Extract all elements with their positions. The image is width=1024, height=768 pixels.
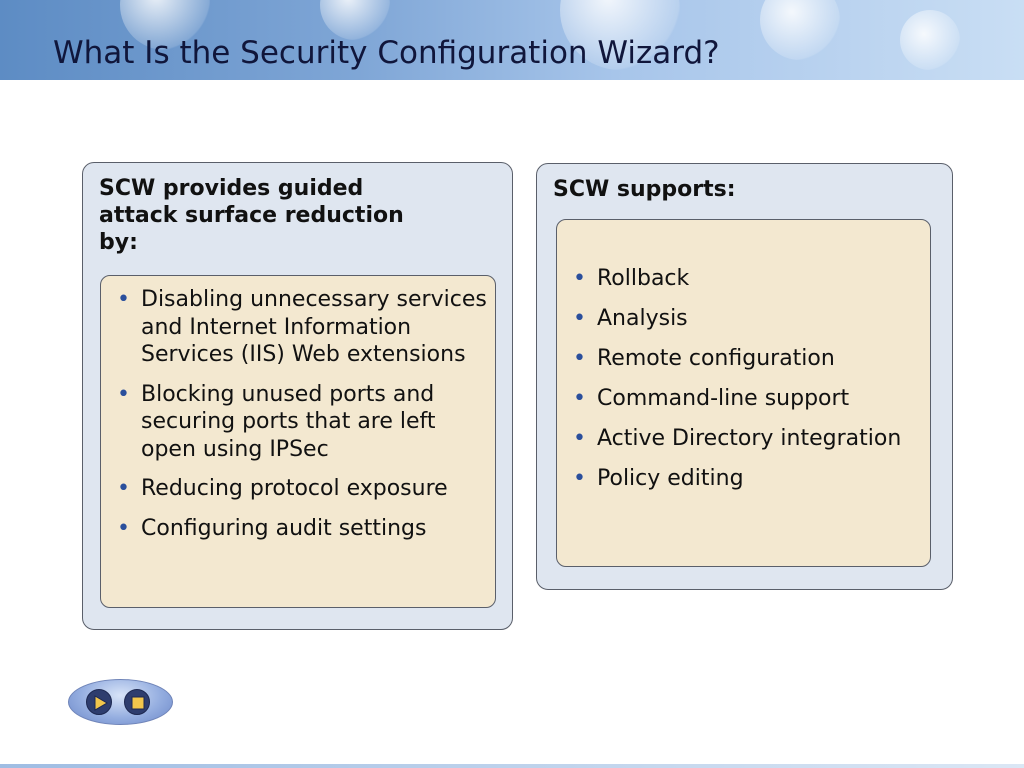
reduction-list-box: • Disabling unnecessary services and Inte… — [100, 275, 496, 608]
bullet-icon: • — [573, 466, 586, 491]
decorative-bubble — [320, 0, 390, 40]
bullet-icon: • — [573, 426, 586, 451]
list-item-text: Active Directory integration — [597, 426, 902, 451]
bullet-icon: • — [117, 287, 130, 312]
list-item: • Active Directory integration — [573, 425, 913, 453]
reduction-list: • Disabling unnecessary services and Inte… — [117, 286, 487, 554]
bullet-icon: • — [573, 386, 586, 411]
bullet-icon: • — [573, 266, 586, 291]
list-item: • Rollback — [573, 265, 913, 293]
supports-list-box: • Rollback • Analysis • Remote configuratio… — [556, 219, 931, 567]
list-item: • Disabling unnecessary services and Inte… — [117, 286, 487, 369]
list-item: • Reducing protocol exposure — [117, 475, 487, 503]
list-item-text: Reducing protocol exposure — [141, 476, 448, 501]
panel-heading: SCW provides guided attack surface reduc… — [99, 176, 404, 255]
list-item: • Remote configuration — [573, 345, 913, 373]
bullet-icon: • — [117, 476, 130, 501]
list-item-text: Blocking unused ports and securing ports… — [141, 381, 436, 462]
footer-line — [0, 764, 1024, 768]
list-item-text: Configuring audit settings — [141, 515, 427, 541]
guided-reduction-panel: SCW provides guided attack surface reduc… — [82, 162, 513, 630]
list-item-text: Disabling unnecessary services and Inter… — [141, 287, 487, 367]
play-button[interactable] — [86, 689, 112, 715]
slide-title: What Is the Security Configuration Wizar… — [53, 35, 720, 71]
list-item-text: Rollback — [597, 266, 690, 291]
list-item-text: Policy editing — [597, 466, 744, 491]
media-controls — [68, 679, 173, 725]
scw-supports-panel: SCW supports: • Rollback • Analysis • Remot… — [536, 163, 953, 590]
list-item-text: Analysis — [597, 306, 688, 331]
list-item: • Analysis — [573, 305, 913, 333]
list-item: • Blocking unused ports and securing port… — [117, 381, 487, 464]
supports-list: • Rollback • Analysis • Remote configuratio… — [573, 265, 913, 505]
header-banner — [0, 0, 1024, 80]
bullet-icon: • — [573, 346, 586, 371]
list-item: • Policy editing — [573, 465, 913, 493]
list-item-text: Remote configuration — [597, 346, 835, 371]
list-item-text: Command-line support — [597, 386, 850, 411]
stop-button[interactable] — [124, 689, 150, 715]
decorative-bubble — [900, 10, 960, 70]
panel-heading: SCW supports: — [553, 177, 736, 202]
bullet-icon: • — [573, 306, 586, 331]
bullet-icon: • — [117, 381, 130, 407]
list-item: • Configuring audit settings — [117, 515, 487, 543]
list-item: • Command-line support — [573, 385, 913, 413]
bullet-icon: • — [117, 515, 130, 541]
play-icon — [94, 695, 108, 711]
decorative-bubble — [760, 0, 840, 60]
stop-icon — [131, 696, 145, 710]
